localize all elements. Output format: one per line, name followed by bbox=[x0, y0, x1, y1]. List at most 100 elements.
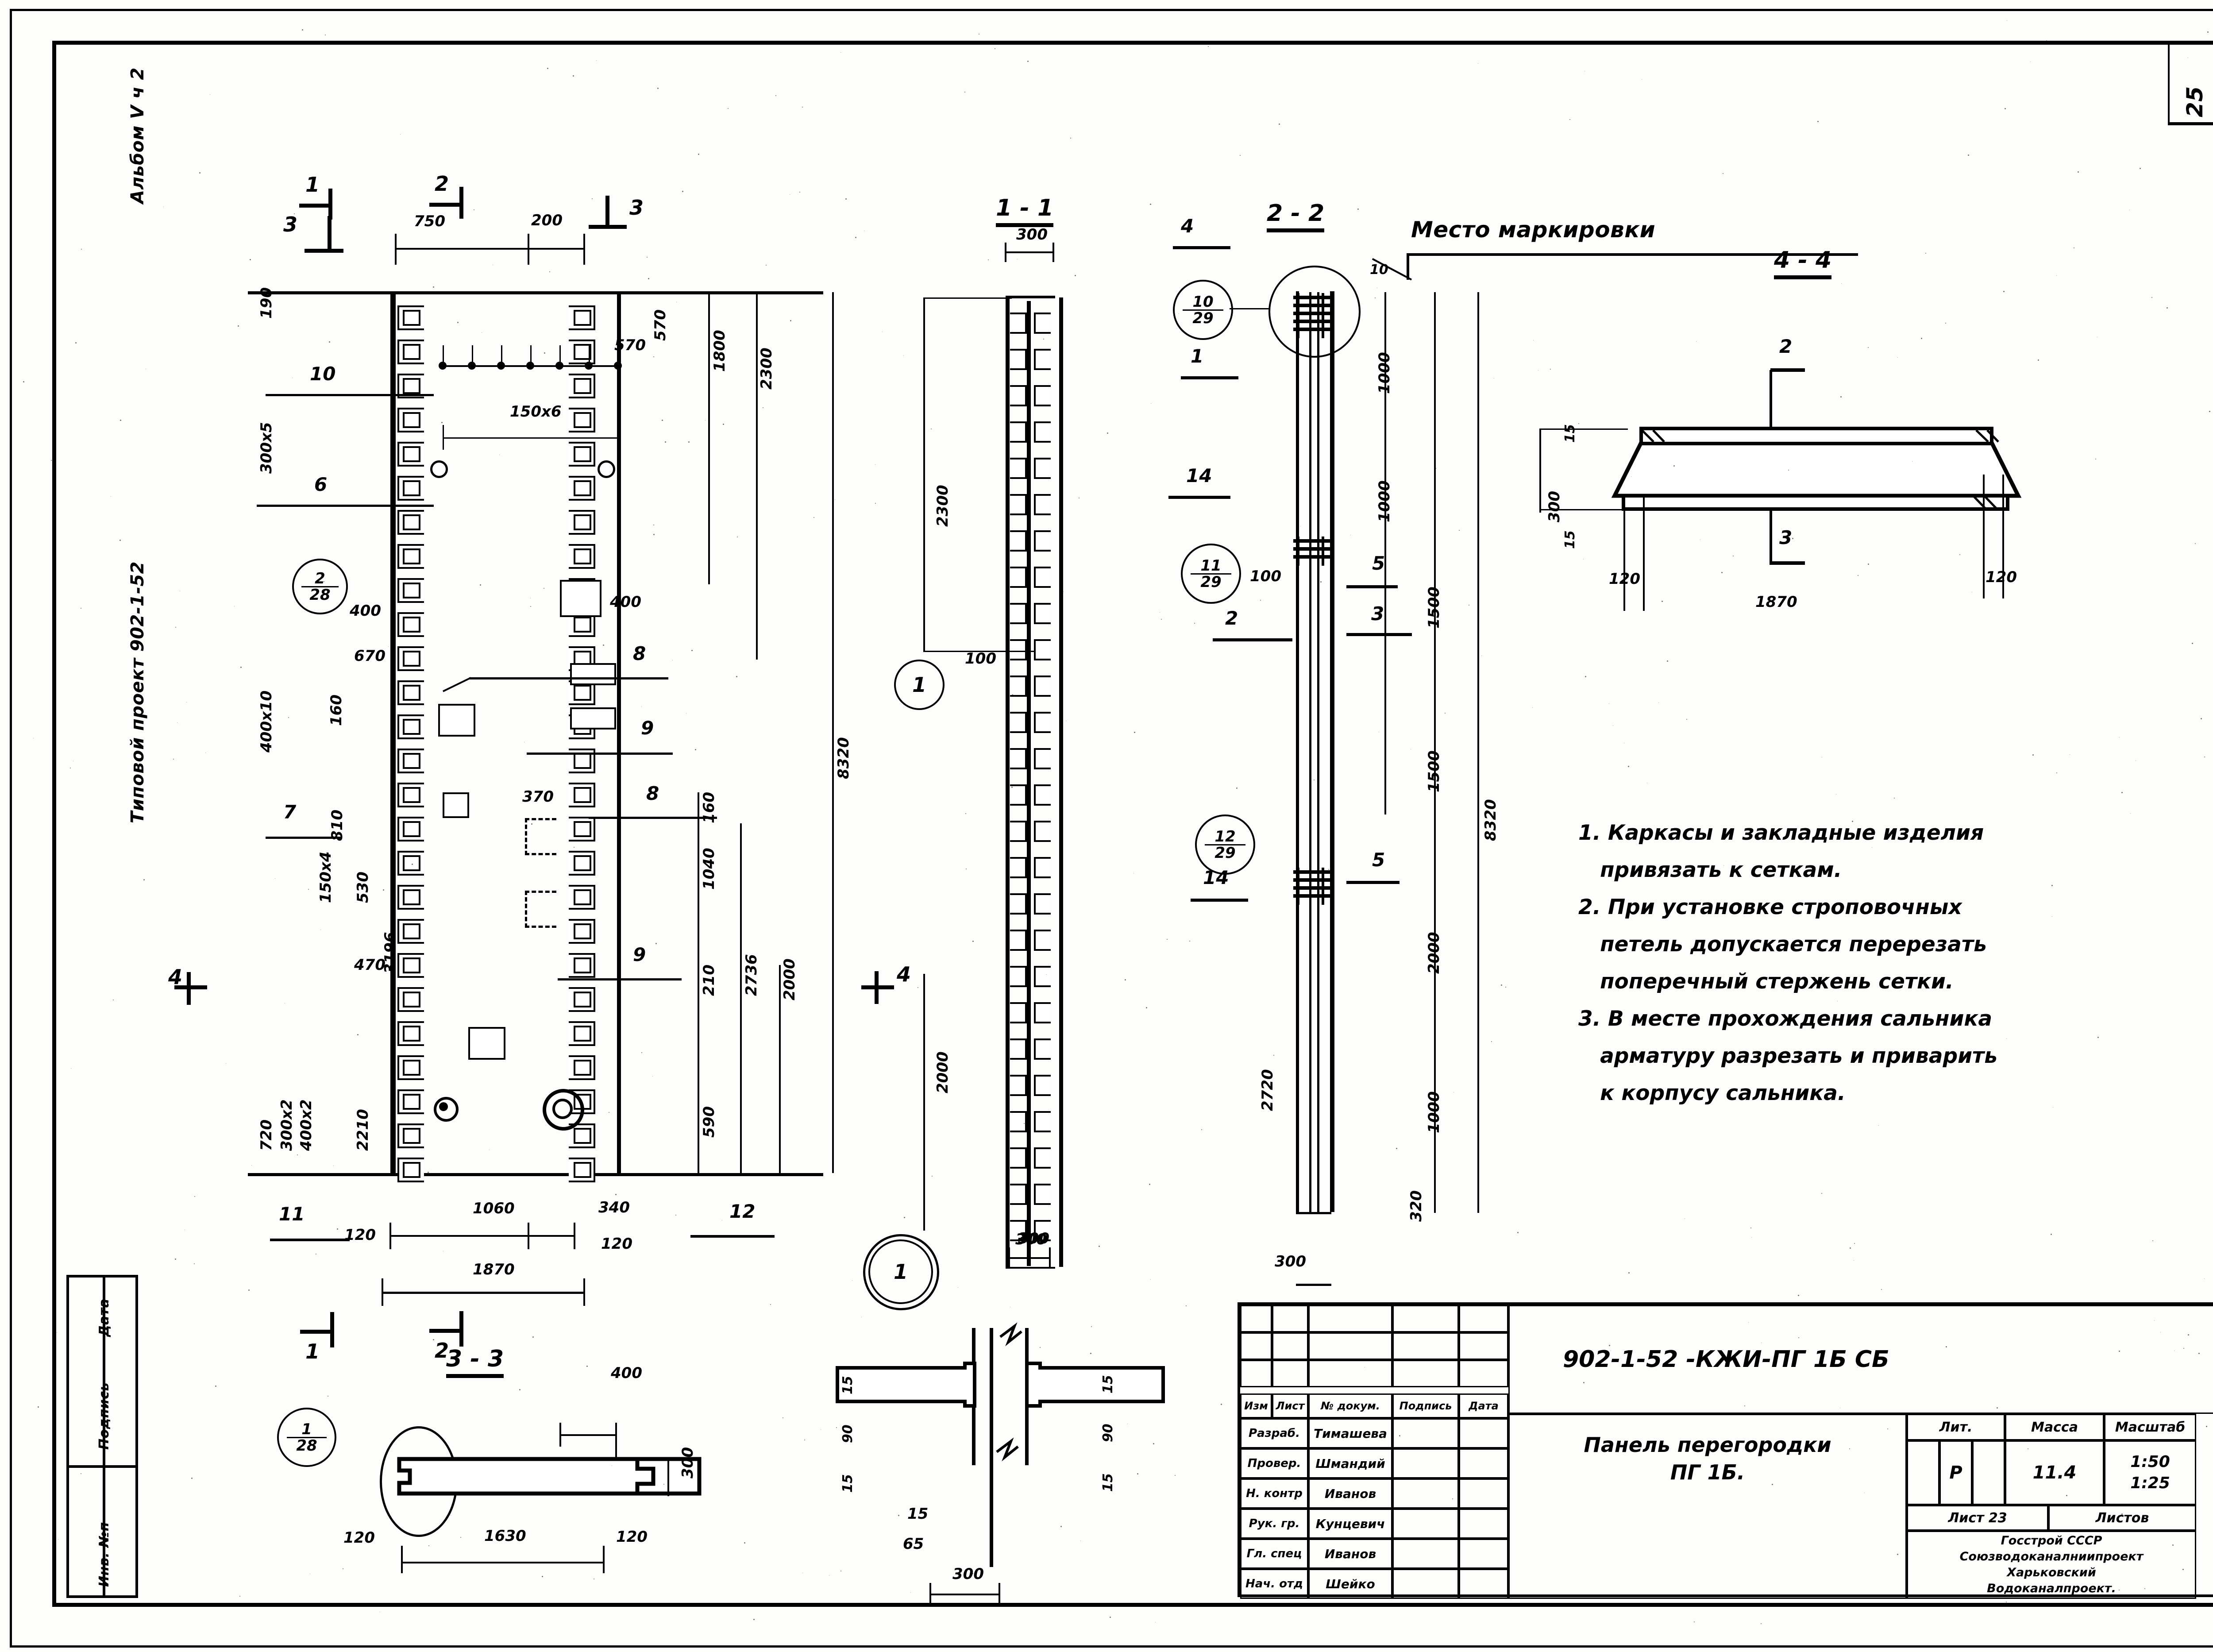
scan-speck bbox=[655, 943, 657, 944]
scan-speck bbox=[433, 286, 434, 288]
detail-bubble-11-29[interactable]: 11 29 bbox=[1181, 544, 1241, 604]
dim-15-d1-e: 15 bbox=[907, 1505, 929, 1523]
rebar-bar bbox=[1293, 555, 1331, 559]
dim-300x5: 300x5 bbox=[258, 422, 275, 474]
void-left bbox=[1010, 494, 1027, 515]
scale-value-2: 1:25 bbox=[2130, 1474, 2170, 1492]
scan-speck bbox=[1821, 1193, 1822, 1194]
scan-speck bbox=[2151, 297, 2152, 298]
dim-1870-s44: 1870 bbox=[1755, 593, 1797, 611]
role-signature bbox=[1392, 1418, 1459, 1448]
scan-speck bbox=[240, 667, 242, 668]
pos-label-3-s44: 3 bbox=[1779, 527, 1793, 548]
scan-speck bbox=[1723, 865, 1724, 866]
rung-right-inner bbox=[574, 821, 591, 837]
dim-200: 200 bbox=[531, 212, 563, 229]
scan-speck bbox=[1673, 465, 1675, 467]
dim-2300: 2300 bbox=[758, 347, 775, 390]
scan-speck bbox=[1046, 974, 1047, 975]
scan-speck bbox=[845, 198, 847, 200]
rebar-bar bbox=[1293, 547, 1331, 551]
lit-header: Лит. bbox=[1907, 1414, 2005, 1440]
dim-400-s33: 400 bbox=[611, 1364, 642, 1382]
pos-label-4-s22: 4 bbox=[1181, 215, 1194, 237]
scan-speck bbox=[1887, 1428, 1888, 1429]
scan-speck bbox=[1841, 283, 1842, 284]
role-signature bbox=[1392, 1539, 1459, 1569]
scan-speck bbox=[1792, 538, 1793, 539]
scan-speck bbox=[1954, 1519, 1955, 1520]
sheet-inner-frame bbox=[52, 41, 2213, 1607]
role-label: Н. контр bbox=[1240, 1478, 1308, 1509]
scan-speck bbox=[2032, 754, 2034, 756]
role-label: Разраб. bbox=[1240, 1418, 1308, 1448]
note-line: 1. Каркасы и закладные изделия bbox=[1578, 821, 1984, 845]
embed-plate-c bbox=[560, 580, 601, 617]
scan-speck bbox=[329, 341, 330, 343]
embed-plate-b bbox=[443, 792, 469, 818]
change-row-blank bbox=[1459, 1360, 1508, 1387]
note-line: к корпусу сальника. bbox=[1578, 1081, 1846, 1105]
dim-100-s11: 100 bbox=[965, 650, 996, 668]
scan-speck bbox=[1798, 1295, 1799, 1296]
bar-tick bbox=[472, 345, 473, 367]
scan-speck bbox=[653, 356, 654, 357]
scan-speck bbox=[728, 108, 729, 109]
rebar-vert-a bbox=[1297, 868, 1299, 905]
scan-speck bbox=[1583, 1382, 1585, 1383]
lit-value: Р bbox=[1939, 1440, 1972, 1505]
sheet-outer-frame bbox=[10, 9, 2213, 1648]
scan-speck bbox=[2152, 1240, 2153, 1241]
role-name: Тимашева bbox=[1308, 1418, 1392, 1448]
scan-speck bbox=[924, 340, 925, 341]
scan-speck bbox=[175, 627, 176, 628]
scan-speck bbox=[1850, 1247, 1851, 1249]
rung-right-inner bbox=[574, 617, 591, 633]
pos-label-3-s22: 3 bbox=[1371, 603, 1384, 625]
rung-right-inner bbox=[574, 957, 591, 973]
detail-callout-1-s11[interactable]: 1 bbox=[894, 660, 945, 710]
dim-120-a: 120 bbox=[344, 1226, 376, 1244]
scan-speck bbox=[1868, 347, 1869, 348]
scan-speck bbox=[135, 1470, 137, 1471]
scan-speck bbox=[2206, 1426, 2207, 1427]
pos-label-11: 11 bbox=[279, 1203, 305, 1225]
scan-speck bbox=[2154, 1320, 2155, 1321]
scan-speck bbox=[1107, 432, 1108, 434]
scan-speck bbox=[1459, 530, 1460, 531]
detail-bubble-10-29[interactable]: 10 29 bbox=[1173, 280, 1233, 340]
mass-header: Масса bbox=[2005, 1414, 2104, 1440]
void-right bbox=[1034, 1038, 1051, 1060]
rung-right-inner bbox=[574, 787, 591, 803]
dim-150x4: 150x4 bbox=[317, 851, 335, 903]
rung-left-inner bbox=[403, 1162, 420, 1178]
scan-speck bbox=[647, 257, 648, 258]
note-line: 3. В месте прохождения сальника bbox=[1578, 1007, 1993, 1031]
role-date bbox=[1459, 1418, 1508, 1448]
void-left bbox=[1010, 603, 1027, 624]
role-date bbox=[1459, 1569, 1508, 1599]
scan-speck bbox=[1273, 1055, 1274, 1056]
scan-speck bbox=[904, 1217, 905, 1218]
pos-label-9a: 9 bbox=[641, 717, 654, 739]
dim-300-d1-a: 300 bbox=[952, 1565, 984, 1583]
scan-speck bbox=[1175, 1475, 1176, 1476]
rung-right-inner bbox=[574, 548, 591, 564]
void-left bbox=[1010, 567, 1027, 588]
detail-bubble-2-28[interactable]: 2 28 bbox=[292, 559, 348, 614]
scan-speck bbox=[875, 503, 876, 504]
scan-speck bbox=[844, 747, 845, 748]
rung-left-inner bbox=[403, 787, 420, 803]
scan-speck bbox=[433, 1339, 434, 1340]
scan-speck bbox=[596, 60, 597, 61]
scan-speck bbox=[1550, 369, 1551, 370]
detail-bubble-1-28[interactable]: 1 28 bbox=[277, 1408, 336, 1467]
rung-left-inner bbox=[403, 992, 420, 1007]
void-left bbox=[1010, 349, 1027, 370]
scan-speck bbox=[1897, 1554, 1898, 1555]
void-left bbox=[1010, 458, 1027, 479]
scan-speck bbox=[250, 259, 251, 260]
scan-speck bbox=[544, 352, 545, 354]
detail-bubble-12-29[interactable]: 12 29 bbox=[1195, 814, 1255, 875]
